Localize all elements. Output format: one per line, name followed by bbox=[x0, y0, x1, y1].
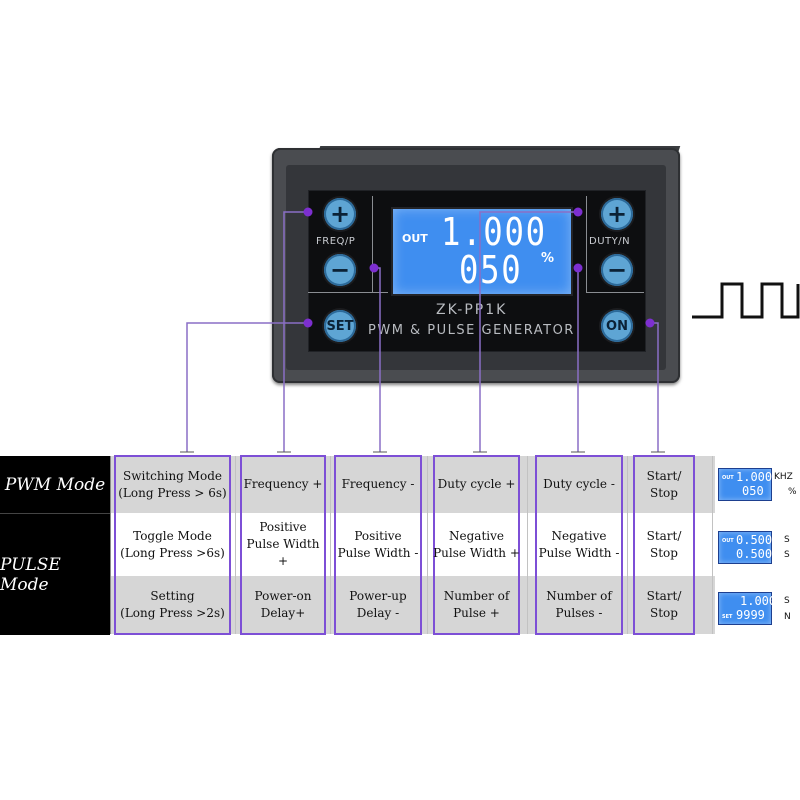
column-duty-plus-highlight bbox=[433, 455, 520, 635]
mini-unit-s: S bbox=[784, 535, 790, 545]
plus-icon: + bbox=[606, 200, 628, 228]
lcd-out-label: OUT bbox=[402, 232, 428, 245]
lcd-percent-unit: % bbox=[541, 251, 555, 266]
cell-pulse-toggle-freq-plus: Positive Pulse Width + bbox=[246, 520, 320, 568]
cell-pulse-toggle-duty-minus: Negative Pulse Width - bbox=[538, 528, 620, 560]
cell-pulse-setting-freq-minus: Power-up Delay - bbox=[349, 589, 407, 620]
subtitle-label: PWM & PULSE GENERATOR bbox=[368, 323, 575, 338]
set-button[interactable]: SET bbox=[324, 310, 356, 342]
column-set-highlight bbox=[114, 455, 231, 635]
mini-display-pulse-toggle: OUT 0.500 0.500 bbox=[718, 531, 772, 564]
cell-pwm-set: Switching Mode (Long Press > 6s) bbox=[118, 468, 227, 500]
cell-pulse-toggle-set: Toggle Mode (Long Press >6s) bbox=[120, 528, 225, 560]
frequency-minus-button[interactable]: − bbox=[324, 254, 356, 286]
frequency-plus-button[interactable]: + bbox=[324, 198, 356, 230]
mini-display-pwm: OUT 1.000 050 bbox=[718, 468, 772, 501]
duty-n-label: DUTY/N bbox=[589, 236, 631, 247]
panel-divider bbox=[372, 196, 373, 292]
cell-pulse-setting-set: Setting (Long Press >2s) bbox=[120, 589, 225, 620]
mini-unit-percent: % bbox=[788, 487, 797, 497]
plus-icon: + bbox=[329, 200, 351, 228]
on-button-label: ON bbox=[606, 318, 628, 334]
column-on-highlight bbox=[633, 455, 695, 635]
cell-pwm-freq-plus: Frequency + bbox=[243, 477, 323, 491]
mini-unit-s: S bbox=[784, 596, 790, 606]
panel-divider bbox=[586, 292, 644, 293]
column-duty-minus-highlight bbox=[535, 455, 623, 635]
pwm-mode-label: PWM Mode bbox=[0, 456, 110, 513]
lcd-display: OUT 1.000 050 % bbox=[391, 207, 573, 296]
lcd-duty-value: 050 bbox=[459, 248, 523, 292]
minus-icon: − bbox=[606, 256, 628, 284]
cell-pulse-setting-freq-plus: Power-on Delay+ bbox=[254, 589, 312, 620]
mini-unit-khz: KHZ bbox=[774, 472, 793, 482]
set-button-label: SET bbox=[326, 318, 354, 334]
pulse-mode-label: PULSE Mode bbox=[0, 513, 110, 635]
square-wave-icon bbox=[692, 282, 800, 319]
duty-plus-button[interactable]: + bbox=[601, 198, 633, 230]
panel-divider bbox=[586, 196, 587, 292]
lcd-frequency-value: 1.000 bbox=[441, 210, 547, 254]
cell-pwm-freq-minus: Frequency - bbox=[341, 477, 415, 491]
mini-unit-s: S bbox=[784, 550, 790, 560]
duty-minus-button[interactable]: − bbox=[601, 254, 633, 286]
minus-icon: − bbox=[329, 256, 351, 284]
column-freq-plus-highlight bbox=[240, 455, 326, 635]
pulse-toggle-row bbox=[0, 513, 715, 576]
on-button[interactable]: ON bbox=[601, 310, 633, 342]
model-label: ZK-PP1K bbox=[436, 302, 508, 318]
panel-divider bbox=[308, 292, 388, 293]
cell-pwm-duty-plus: Duty cycle + bbox=[437, 477, 516, 491]
cell-pulse-toggle-on: Start/ Stop bbox=[646, 528, 682, 560]
cell-pulse-toggle-duty-plus: Negative Pulse Width + bbox=[433, 528, 520, 560]
cell-pulse-toggle-freq-minus: Positive Pulse Width - bbox=[337, 528, 419, 560]
mini-unit-n: N bbox=[784, 612, 791, 622]
mini-display-pulse-setting: SET 1.000 9999 bbox=[718, 592, 776, 625]
pulse-setting-row bbox=[0, 576, 715, 634]
cell-pulse-setting-on: Start/ Stop bbox=[646, 589, 682, 620]
function-table: PWM Mode PULSE Mode Switching Mode (Long… bbox=[0, 452, 800, 635]
cell-pulse-setting-duty-plus: Number of Pulse + bbox=[443, 589, 510, 620]
freq-p-label: FREQ/P bbox=[316, 236, 356, 247]
column-freq-minus-highlight bbox=[334, 455, 422, 635]
cell-pwm-on: Start/ Stop bbox=[646, 468, 682, 500]
pwm-row bbox=[0, 456, 715, 513]
cell-pulse-setting-duty-minus: Number of Pulses - bbox=[546, 589, 612, 620]
cell-pwm-duty-minus: Duty cycle - bbox=[543, 477, 615, 491]
